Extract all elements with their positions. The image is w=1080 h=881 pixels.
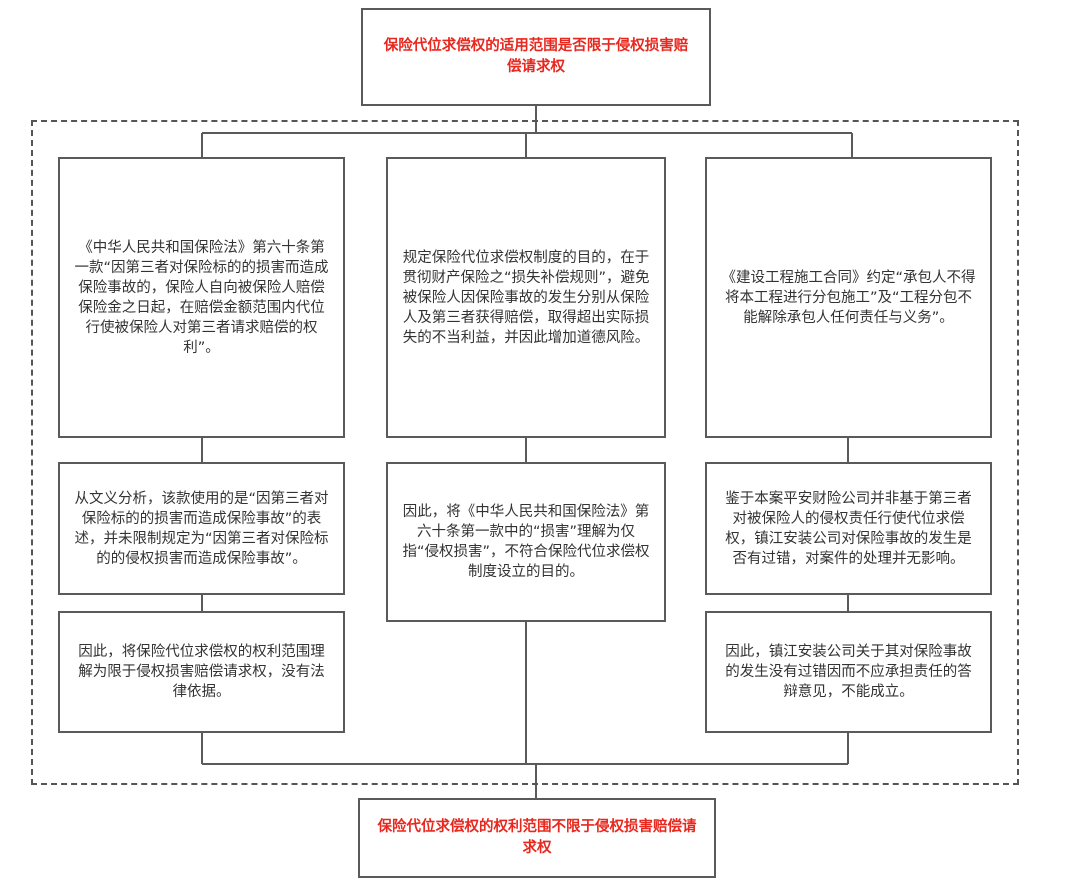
col3-box2: 鉴于本案平安财险公司并非基于第三者对被保险人的侵权责任行使代位求偿权，镇江安装公… <box>705 462 992 595</box>
fault-irrelevant-text: 鉴于本案平安财险公司并非基于第三者对被保险人的侵权责任行使代位求偿权，镇江安装公… <box>725 490 972 567</box>
group-frame <box>31 120 1019 785</box>
col1-conclusion-text: 因此，将保险代位求偿权的权利范围理解为限于侵权损害赔偿请求权，没有法律依据。 <box>78 644 325 700</box>
statute-text: 《中华人民共和国保险法》第六十条第一款“因第三者对保险标的的损害而造成保险事故的… <box>74 239 329 356</box>
literal-analysis-text: 从文义分析，该款使用的是“因第三者对保险标的的损害而造成保险事故”的表述，并未限… <box>74 490 329 567</box>
conclusion-text: 保险代位求偿权的权利范围不限于侵权损害赔偿请求权 <box>377 819 697 856</box>
col3-box3: 因此，镇江安装公司关于其对保险事故的发生没有过错因而不应承担责任的答辩意见，不能… <box>705 611 992 733</box>
question-text: 保险代位求偿权的适用范围是否限于侵权损害赔偿请求权 <box>383 38 689 75</box>
col1-box3: 因此，将保险代位求偿权的权利范围理解为限于侵权损害赔偿请求权，没有法律依据。 <box>58 611 345 733</box>
col1-box2: 从文义分析，该款使用的是“因第三者对保险标的的损害而造成保险事故”的表述，并未限… <box>58 462 345 595</box>
col1-box1: 《中华人民共和国保险法》第六十条第一款“因第三者对保险标的的损害而造成保险事故的… <box>58 157 345 438</box>
col2-conclusion-text: 因此，将《中华人民共和国保险法》第六十条第一款中的“损害”理解为仅指“侵权损害”… <box>402 504 650 580</box>
col3-box1: 《建设工程施工合同》约定“承包人不得将本工程进行分包施工”及“工程分包不能解除承… <box>705 157 992 438</box>
contract-text: 《建设工程施工合同》约定“承包人不得将本工程进行分包施工”及“工程分包不能解除承… <box>721 269 976 326</box>
col2-box2: 因此，将《中华人民共和国保险法》第六十条第一款中的“损害”理解为仅指“侵权损害”… <box>386 462 666 622</box>
question-node: 保险代位求偿权的适用范围是否限于侵权损害赔偿请求权 <box>361 8 711 106</box>
col2-box1: 规定保险代位求偿权制度的目的，在于贯彻财产保险之“损失补偿规则”，避免被保险人因… <box>386 157 666 438</box>
conclusion-node: 保险代位求偿权的权利范围不限于侵权损害赔偿请求权 <box>358 798 716 878</box>
purpose-text: 规定保险代位求偿权制度的目的，在于贯彻财产保险之“损失补偿规则”，避免被保险人因… <box>402 249 650 346</box>
col3-conclusion-text: 因此，镇江安装公司关于其对保险事故的发生没有过错因而不应承担责任的答辩意见，不能… <box>725 644 972 700</box>
